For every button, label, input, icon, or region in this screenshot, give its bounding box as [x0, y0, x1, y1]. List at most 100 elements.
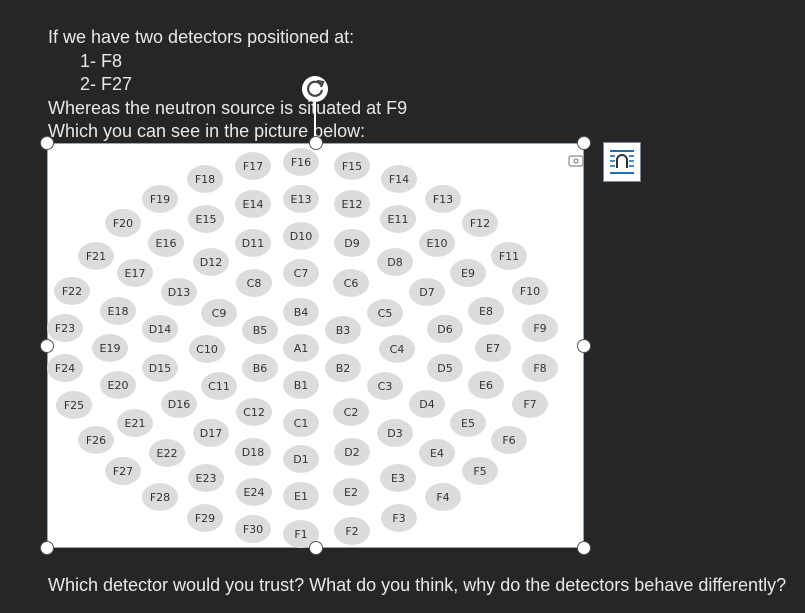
resize-handle-bottom-right[interactable]	[577, 541, 591, 555]
core-cell-c6: C6	[333, 269, 369, 297]
core-cell-e23: E23	[188, 464, 224, 492]
core-cell-f20: F20	[105, 209, 141, 237]
core-cell-f16: F16	[283, 148, 319, 176]
core-cell-d16: D16	[161, 390, 197, 418]
core-cell-c11: C11	[201, 372, 237, 400]
core-cell-c9: C9	[201, 299, 237, 327]
core-cell-f15: F15	[334, 152, 370, 180]
core-cell-c12: C12	[236, 398, 272, 426]
core-cell-f30: F30	[235, 515, 271, 543]
core-cell-f7: F7	[512, 390, 548, 418]
core-cell-f2: F2	[334, 517, 370, 545]
core-cell-e19: E19	[92, 334, 128, 362]
core-cell-d6: D6	[427, 315, 463, 343]
core-cell-c7: C7	[283, 259, 319, 287]
core-cell-f22: F22	[54, 277, 90, 305]
core-cell-d7: D7	[409, 278, 445, 306]
core-cell-d3: D3	[377, 419, 413, 447]
core-cell-f29: F29	[187, 504, 223, 532]
core-cell-f4: F4	[425, 483, 461, 511]
core-cell-b6: B6	[242, 354, 278, 382]
core-cell-f9: F9	[522, 314, 558, 342]
resize-handle-top-left[interactable]	[40, 136, 54, 150]
core-cell-c10: C10	[189, 335, 225, 363]
core-cell-c4: C4	[379, 335, 415, 363]
core-cell-e24: E24	[236, 478, 272, 506]
resize-handle-bottom-left[interactable]	[40, 541, 54, 555]
core-cell-e4: E4	[419, 439, 455, 467]
core-cell-d5: D5	[427, 354, 463, 382]
core-cell-f3: F3	[381, 504, 417, 532]
layout-options-icon[interactable]	[603, 142, 641, 182]
core-cell-f23: F23	[47, 314, 83, 342]
intro-line-3: Which you can see in the picture below:	[48, 121, 366, 141]
core-cell-e1: E1	[283, 482, 319, 510]
core-cell-c1: C1	[283, 409, 319, 437]
core-cell-f26: F26	[78, 426, 114, 454]
core-cell-b1: B1	[283, 371, 319, 399]
core-cell-f12: F12	[462, 209, 498, 237]
core-cell-e7: E7	[475, 334, 511, 362]
resize-handle-top-right[interactable]	[577, 136, 591, 150]
core-cell-c3: C3	[367, 372, 403, 400]
resize-handle-middle-right[interactable]	[577, 339, 591, 353]
core-cell-d15: D15	[142, 354, 178, 382]
core-cell-e12: E12	[334, 190, 370, 218]
resize-handle-top-center[interactable]	[309, 136, 323, 150]
detector-item-1: 1- F8	[80, 51, 123, 71]
resize-handle-bottom-center[interactable]	[309, 541, 323, 555]
core-cell-a1: A1	[283, 334, 319, 362]
core-cell-e10: E10	[419, 229, 455, 257]
core-cell-b3: B3	[325, 316, 361, 344]
core-cell-f21: F21	[78, 242, 114, 270]
core-cell-b4: B4	[283, 298, 319, 326]
core-cell-f6: F6	[491, 426, 527, 454]
core-cell-c8: C8	[236, 269, 272, 297]
core-cell-e18: E18	[100, 297, 136, 325]
core-cell-c2: C2	[333, 398, 369, 426]
core-cell-e15: E15	[188, 205, 224, 233]
core-cell-b5: B5	[242, 316, 278, 344]
core-cell-d8: D8	[377, 248, 413, 276]
core-cell-d18: D18	[235, 438, 271, 466]
core-cell-e6: E6	[468, 371, 504, 399]
intro-line-1: If we have two detectors positioned at:	[48, 27, 355, 47]
core-cell-f13: F13	[425, 185, 461, 213]
core-cell-f24: F24	[47, 354, 83, 382]
core-cell-e16: E16	[148, 229, 184, 257]
intro-line-2: Whereas the neutron source is situated a…	[48, 98, 408, 118]
core-cell-f25: F25	[56, 391, 92, 419]
core-cell-e2: E2	[333, 478, 369, 506]
core-cell-e8: E8	[468, 297, 504, 325]
core-cell-e21: E21	[117, 409, 153, 437]
core-cell-f28: F28	[142, 483, 178, 511]
core-cell-e13: E13	[283, 185, 319, 213]
core-cell-f18: F18	[187, 165, 223, 193]
core-cell-d13: D13	[161, 278, 197, 306]
rotate-handle-stem	[314, 102, 316, 143]
core-cell-d9: D9	[334, 229, 370, 257]
core-cell-e20: E20	[100, 371, 136, 399]
core-cell-c5: C5	[367, 299, 403, 327]
core-cell-b2: B2	[325, 354, 361, 382]
core-cell-d17: D17	[193, 419, 229, 447]
core-cell-d11: D11	[235, 229, 271, 257]
core-cell-e11: E11	[380, 205, 416, 233]
core-cell-e9: E9	[450, 259, 486, 287]
core-cell-d12: D12	[193, 248, 229, 276]
core-cell-e5: E5	[450, 409, 486, 437]
core-cell-d10: D10	[283, 222, 319, 250]
question-text: Which detector would you trust? What do …	[48, 575, 787, 595]
resize-handle-middle-left[interactable]	[40, 339, 54, 353]
core-cell-f17: F17	[235, 152, 271, 180]
core-cell-f19: F19	[142, 185, 178, 213]
core-cell-d4: D4	[409, 390, 445, 418]
core-cell-f14: F14	[381, 165, 417, 193]
core-cell-e17: E17	[117, 259, 153, 287]
rotate-handle-icon[interactable]	[302, 76, 328, 102]
alt-text-icon[interactable]	[566, 153, 586, 169]
core-cell-f8: F8	[522, 354, 558, 382]
core-cell-f11: F11	[491, 242, 527, 270]
core-cell-d2: D2	[334, 438, 370, 466]
